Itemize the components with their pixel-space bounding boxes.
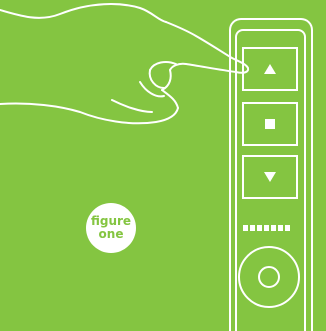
stop-button[interactable] (242, 102, 298, 146)
down-button[interactable] (242, 155, 298, 199)
up-arrow-icon (264, 64, 276, 74)
down-arrow-icon (264, 172, 276, 182)
level-segment (271, 225, 276, 231)
level-indicator (243, 225, 290, 231)
figure-badge: figure one (86, 203, 136, 253)
dial-center-button[interactable] (258, 266, 280, 288)
level-segment (250, 225, 255, 231)
up-button[interactable] (242, 47, 298, 91)
figure-badge-line2: one (99, 228, 124, 241)
level-segment (285, 225, 290, 231)
stop-icon (265, 119, 275, 129)
level-segment (257, 225, 262, 231)
level-segment (243, 225, 248, 231)
level-segment (278, 225, 283, 231)
level-segment (264, 225, 269, 231)
